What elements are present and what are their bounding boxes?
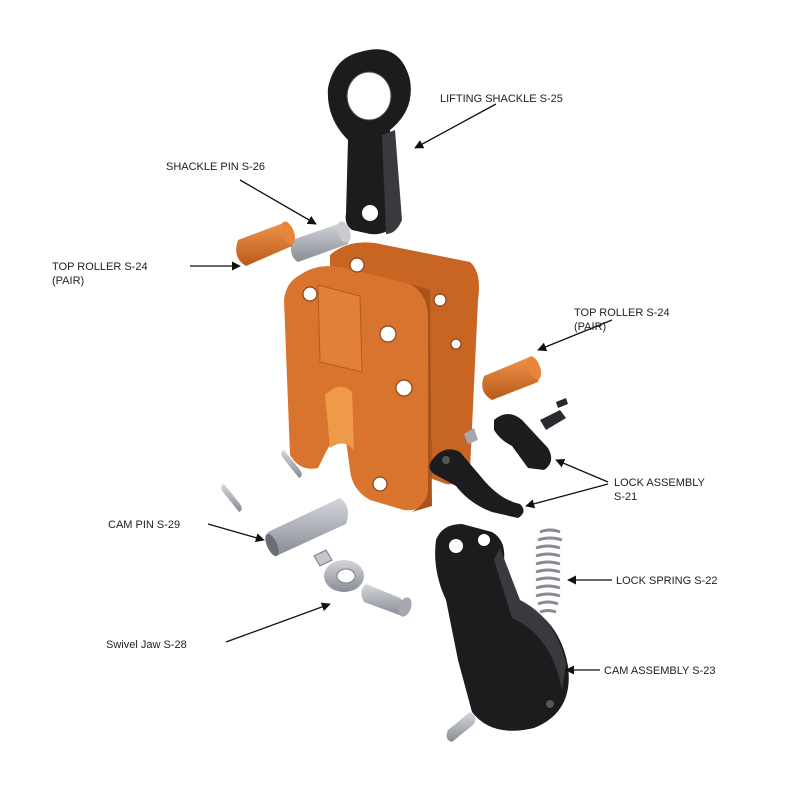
label-lock-assembly-line1: LOCK ASSEMBLY xyxy=(614,477,706,489)
leader-lock-assembly-upper xyxy=(555,459,609,483)
lock-assembly-part xyxy=(429,398,568,518)
lock-spring-part xyxy=(535,528,563,614)
label-lifting-shackle: LIFTING SHACKLE S-25 xyxy=(440,93,563,105)
shackle-pin-part xyxy=(290,221,351,262)
clamp-body-part xyxy=(284,242,479,512)
label-top-roller-right-line1: TOP ROLLER S-24 xyxy=(574,307,670,319)
small-pin-lower xyxy=(221,484,242,512)
top-roller-left-part xyxy=(236,221,295,266)
cam-pin-part xyxy=(265,498,348,557)
label-top-roller-right-line2: (PAIR) xyxy=(574,321,606,333)
label-shackle-pin: SHACKLE PIN S-26 xyxy=(166,161,265,173)
top-roller-right-part xyxy=(482,356,542,400)
leader-cam-pin xyxy=(207,523,265,543)
leader-swivel-jaw xyxy=(225,602,331,643)
leader-lifting-shackle xyxy=(414,103,497,149)
leader-top-roller-right xyxy=(537,319,613,352)
label-lock-assembly-line2: S-21 xyxy=(614,491,637,503)
small-pin-upper xyxy=(281,450,302,478)
swivel-jaw-part xyxy=(313,549,412,617)
leader-lock-assembly-lower xyxy=(525,483,609,509)
label-cam-assembly: CAM ASSEMBLY S-23 xyxy=(604,665,715,677)
label-swivel-jaw: Swivel Jaw S-28 xyxy=(106,639,187,651)
label-top-roller-left-line1: TOP ROLLER S-24 xyxy=(52,261,148,273)
leader-shackle-pin xyxy=(239,179,317,225)
label-lock-spring: LOCK SPRING S-22 xyxy=(616,575,717,587)
cam-assembly-part xyxy=(435,524,569,731)
small-pin-bottom xyxy=(446,712,476,742)
label-top-roller-left-line2: (PAIR) xyxy=(52,275,84,287)
label-cam-pin: CAM PIN S-29 xyxy=(108,519,180,531)
lifting-shackle-part xyxy=(327,49,411,235)
